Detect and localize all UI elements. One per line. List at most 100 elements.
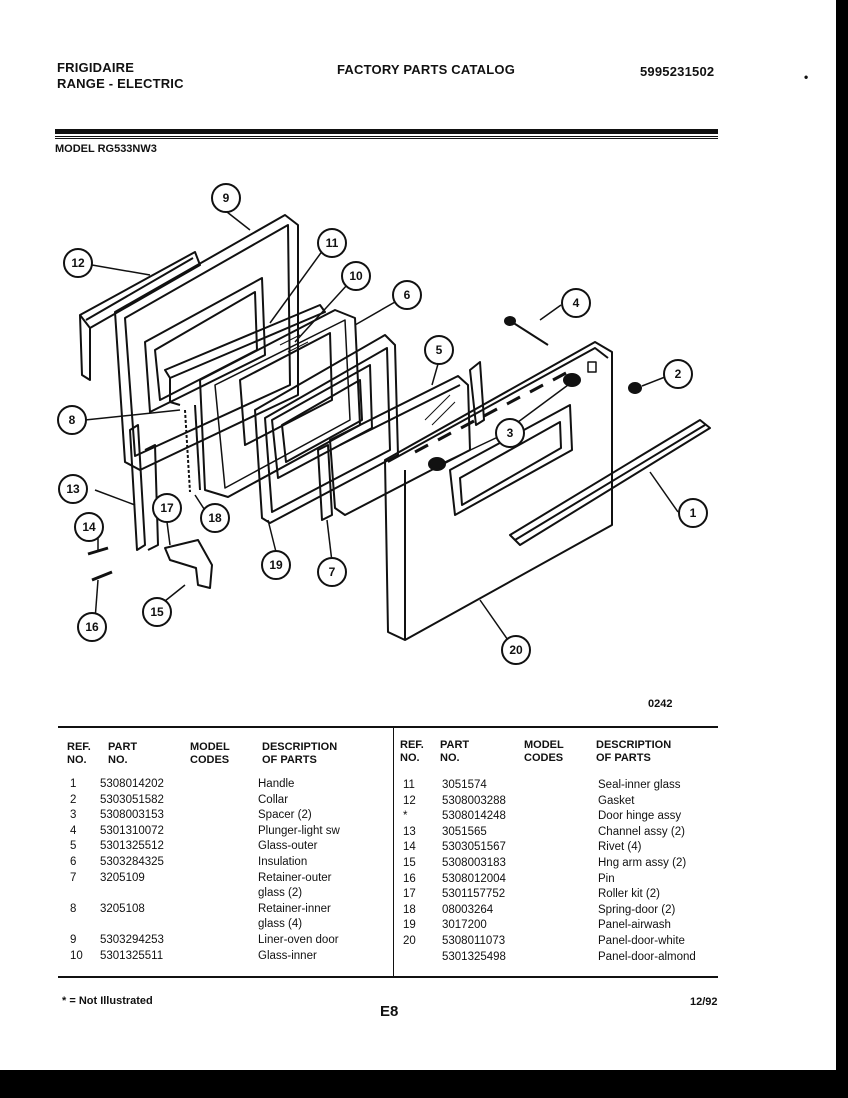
leader-lines <box>84 211 679 644</box>
table-cell-desc: Panel-door-white <box>598 935 685 947</box>
part-spring-door <box>184 404 201 493</box>
table-cell-desc: Hng arm assy (2) <box>598 857 687 869</box>
table-cell-desc: Gasket <box>598 794 635 807</box>
callout-16: 16 <box>77 612 107 642</box>
table-cell-desc: Insulation <box>258 856 308 868</box>
table-cell-ref: 12 <box>403 794 416 807</box>
table-cell-part: 5301325511 <box>100 949 164 962</box>
model-label: MODEL RG533NW3 <box>55 143 157 155</box>
part-spacer <box>428 373 581 471</box>
header-rule-thin-2 <box>55 138 718 139</box>
table-cell-desc: Channel assy (2) <box>598 825 685 838</box>
footnote: * = Not Illustrated <box>62 995 153 1007</box>
table-cell-desc: Glass-inner <box>258 949 317 962</box>
part-outer-glass <box>329 375 471 516</box>
table-cell-ref: 16 <box>403 872 416 885</box>
part-gasket <box>79 251 201 381</box>
table-cell-ref: 8 <box>70 902 77 915</box>
callout-15: 15 <box>142 597 172 627</box>
callout-17: 17 <box>152 493 182 523</box>
table-cell-part: 5303051582 <box>100 793 164 806</box>
callout-18: 18 <box>200 503 230 533</box>
revision-date: 12/92 <box>690 996 718 1008</box>
table-cell-ref: 1 <box>70 778 77 790</box>
header-ref: REF.NO. <box>67 741 91 766</box>
table-cell-ref: 18 <box>403 903 416 916</box>
table-cell-part: 5308014248 <box>442 810 506 823</box>
part-plunger <box>504 316 549 346</box>
callout-14: 14 <box>74 512 104 542</box>
table-cell-ref: 13 <box>403 825 416 838</box>
table-cell-part: 5303284325 <box>100 856 164 868</box>
figure-code: 0242 <box>648 698 673 710</box>
table-cell-part: 3017200 <box>442 919 487 932</box>
table-cell-ref: 15 <box>403 857 416 869</box>
part-door-panel <box>384 341 613 641</box>
table-cell-desc: Handle <box>258 778 295 790</box>
part-inner-glass <box>164 304 326 406</box>
table-cell-desc: Plunger-light sw <box>258 824 340 837</box>
header-rule-thin <box>55 136 718 137</box>
callout-4: 4 <box>561 288 591 318</box>
table-cell-desc: Pin <box>598 872 615 885</box>
table-cell-part: 08003264 <box>442 903 494 916</box>
scan-border-bottom <box>0 1070 848 1098</box>
part-collar <box>628 382 642 394</box>
table-cell-ref: * <box>403 810 408 823</box>
table-cell-part: 3051574 <box>442 779 487 791</box>
table-cell-ref: 6 <box>70 856 77 868</box>
table-cell-ref: 3 <box>70 809 77 822</box>
callout-13: 13 <box>58 474 88 504</box>
table-cell-desc: Panel-airwash <box>598 919 671 932</box>
callout-9: 9 <box>211 183 241 213</box>
part-liner-oven-door <box>114 214 299 471</box>
table-cell-ref: 10 <box>70 949 83 962</box>
callout-11: 11 <box>317 228 347 258</box>
table-cell-desc: Glass-outer <box>258 840 318 853</box>
table-cell-part: 5301325512 <box>100 840 164 853</box>
callout-12: 12 <box>63 248 93 278</box>
header-ref-right: REF.NO. <box>400 739 424 764</box>
part-rivets <box>87 546 113 582</box>
table-cell-desc: Retainer-outer <box>258 871 332 884</box>
table-cell-part: 5301310072 <box>100 824 164 837</box>
table-top-rule <box>58 726 718 728</box>
table-cell-ref: 17 <box>403 888 416 901</box>
callout-20: 20 <box>501 635 531 665</box>
catalog-title: FACTORY PARTS CATALOG <box>337 62 516 77</box>
table-cell-desc: Liner-oven door <box>258 934 339 946</box>
callout-1: 1 <box>678 498 708 528</box>
part-airwash-panel <box>254 334 399 524</box>
table-cell-desc: glass (2) <box>258 887 303 900</box>
table-cell-desc: Spacer (2) <box>258 809 312 822</box>
table-cell-ref: 2 <box>70 793 77 806</box>
callout-3: 3 <box>495 418 525 448</box>
table-cell-desc: Panel-door-almond <box>598 950 696 963</box>
table-cell-ref: 11 <box>403 779 415 791</box>
exploded-parts-diagram <box>79 211 711 644</box>
table-cell-desc: Door hinge assy <box>598 810 682 823</box>
table-cell-ref: 5 <box>70 840 77 853</box>
part-retainer-outer-glass <box>317 361 485 521</box>
page-number: E8 <box>380 1003 399 1020</box>
table-cell-part: 5308003153 <box>100 809 164 822</box>
callout-6: 6 <box>392 280 422 310</box>
table-cell-desc: Seal-inner glass <box>598 779 681 791</box>
table-bottom-rule <box>58 976 718 978</box>
table-cell-desc: Rivet (4) <box>598 841 642 854</box>
table-cell-desc: Retainer-inner <box>258 902 331 915</box>
table-cell-desc: glass (4) <box>258 918 303 931</box>
scan-mark: • <box>804 70 809 84</box>
table-cell-ref: 4 <box>70 824 77 837</box>
table-cell-ref: 20 <box>403 935 416 947</box>
table-cell-desc: Roller kit (2) <box>598 888 660 901</box>
callout-10: 10 <box>341 261 371 291</box>
scan-border-right <box>836 0 848 1098</box>
table-cell-part: 5303051567 <box>442 841 506 854</box>
table-cell-part: 5308014202 <box>100 778 164 790</box>
